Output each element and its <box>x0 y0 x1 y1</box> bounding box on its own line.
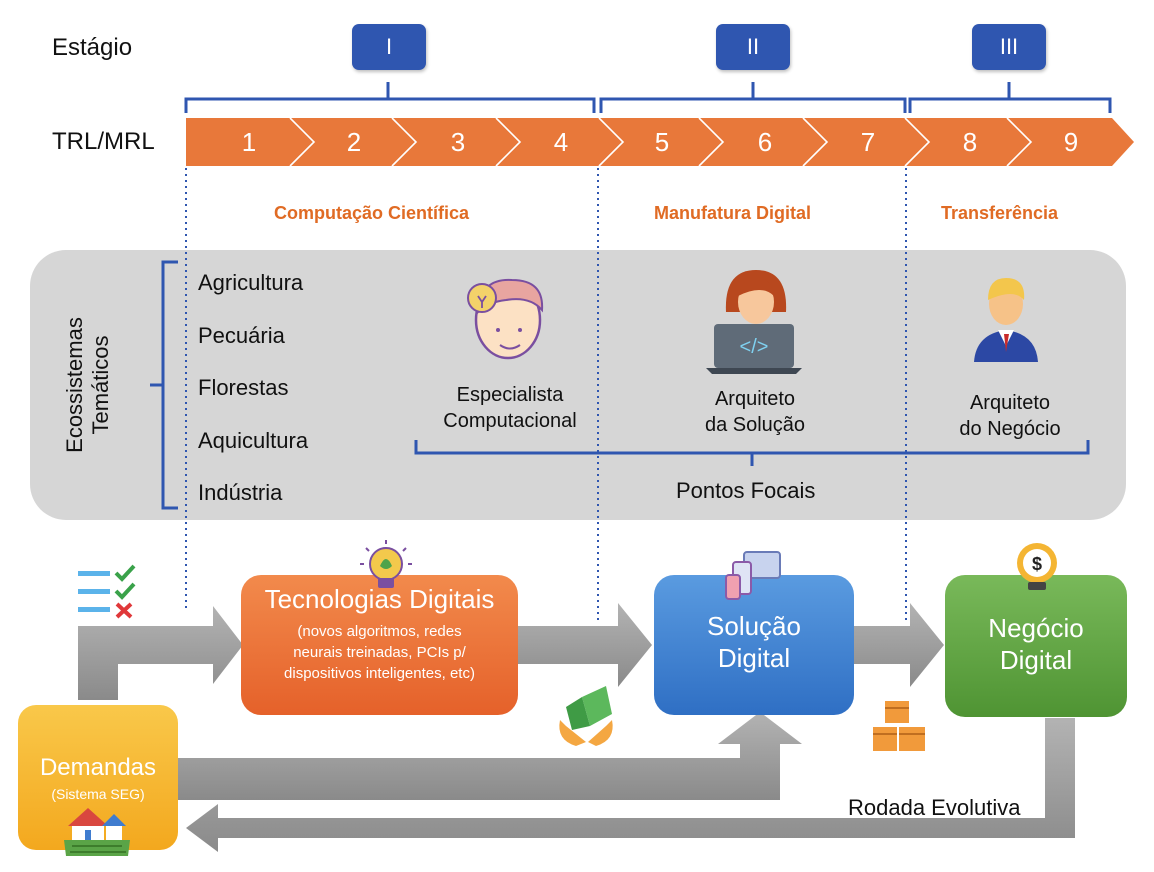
flow-arrows <box>78 603 1075 852</box>
solution-architect-avatar-icon: </> <box>706 270 802 374</box>
tech-card-title: Tecnologias Digitais <box>264 584 495 614</box>
role-business-architect-line2: do Negócio <box>959 418 1061 440</box>
svg-text:</>: </> <box>740 336 769 358</box>
stage-bracket-1 <box>184 82 596 113</box>
focal-points-label: Pontos Focais <box>676 478 816 503</box>
trl-level-4: 4 <box>553 127 569 157</box>
evolution-label: Rodada Evolutiva <box>848 795 1021 820</box>
trl-level-7: 7 <box>860 127 876 157</box>
trl-level-6: 6 <box>757 127 773 157</box>
demand-card-title: Demandas <box>39 754 157 781</box>
demand-card-bg <box>18 705 178 850</box>
ecosystem-title-line1: Ecossistemas <box>62 317 87 453</box>
trl-level-1: 1 <box>241 127 257 157</box>
stage-box-1: I <box>352 24 426 70</box>
tech-card-sub2: neurais treinadas, PCIs p/ <box>293 644 466 661</box>
ecosystem-bracket <box>150 260 178 510</box>
trl-level-5: 5 <box>654 127 670 157</box>
dollar-bulb-icon: $ <box>1017 543 1057 590</box>
business-card-line2: Digital <box>999 645 1073 675</box>
trl-level-8: 8 <box>962 127 978 157</box>
checklist-icon <box>78 564 136 619</box>
role-business-architect-line1: Arquiteto <box>969 392 1051 414</box>
lightbulb-icon <box>360 540 412 588</box>
solution-card-bg <box>654 575 854 715</box>
ecosystem-item-livestock: Pecuária <box>198 323 285 348</box>
farm-icon <box>64 808 130 856</box>
demand-card-sub: (Sistema SEG) <box>51 786 145 802</box>
phase-label-transfer: Transferência <box>941 203 1059 223</box>
tech-card-sub1: (novos algoritmos, redes <box>297 623 462 640</box>
solution-card-line1: Solução <box>707 611 801 641</box>
focal-bracket <box>414 440 1090 466</box>
cube-hands-icon <box>559 686 613 746</box>
ecosystem-item-industry: Indústria <box>198 480 283 505</box>
trl-level-2: 2 <box>346 127 362 157</box>
trl-chevron-band <box>186 117 1134 167</box>
tech-card: Tecnologias Digitais (novos algoritmos, … <box>241 583 518 684</box>
solution-card: Solução Digital <box>654 610 854 674</box>
tech-card-sub3: dispositivos inteligentes, etc) <box>284 665 475 682</box>
business-card: Negócio Digital <box>945 612 1127 676</box>
svg-text:$: $ <box>1032 554 1042 574</box>
phase-label-scientific: Computação Científica <box>274 203 470 223</box>
stage-box-2: II <box>716 24 790 70</box>
devices-icon <box>725 551 781 600</box>
role-solution-architect-line1: Arquiteto <box>714 388 796 410</box>
role-specialist: Especialista Computacional <box>420 382 600 434</box>
ecosystem-title: Ecossistemas Temáticos <box>58 260 118 510</box>
stage-box-3: III <box>972 24 1046 70</box>
trl-row-label: TRL/MRL <box>52 128 155 155</box>
solution-card-line2: Digital <box>717 643 791 673</box>
demand-card: Demandas (Sistema SEG) <box>18 752 178 805</box>
role-solution-architect: Arquiteto da Solução <box>670 386 840 438</box>
role-solution-architect-line2: da Solução <box>704 414 806 436</box>
business-card-bg <box>945 575 1127 717</box>
role-business-architect: Arquiteto do Negócio <box>930 390 1090 442</box>
ecosystem-title-line2: Temáticos <box>88 335 113 435</box>
trl-level-9: 9 <box>1063 127 1079 157</box>
ecosystem-item-forests: Florestas <box>198 375 289 400</box>
business-architect-avatar-icon <box>974 278 1038 362</box>
stage-bracket-2 <box>599 82 907 113</box>
phase-label-manufacturing: Manufatura Digital <box>654 203 812 223</box>
boxes-icon <box>873 701 925 751</box>
ecosystem-item-agriculture: Agricultura <box>198 270 304 295</box>
ecosystem-item-aquaculture: Aquicultura <box>198 428 309 453</box>
tech-card-bg <box>241 575 518 715</box>
stage-bracket-3 <box>908 82 1112 113</box>
specialist-avatar-icon <box>467 278 544 360</box>
role-specialist-line1: Especialista <box>456 384 564 406</box>
trl-level-3: 3 <box>450 127 466 157</box>
business-card-line1: Negócio <box>988 613 1084 643</box>
stage-row-label: Estágio <box>52 34 133 61</box>
role-specialist-line2: Computacional <box>443 410 577 432</box>
